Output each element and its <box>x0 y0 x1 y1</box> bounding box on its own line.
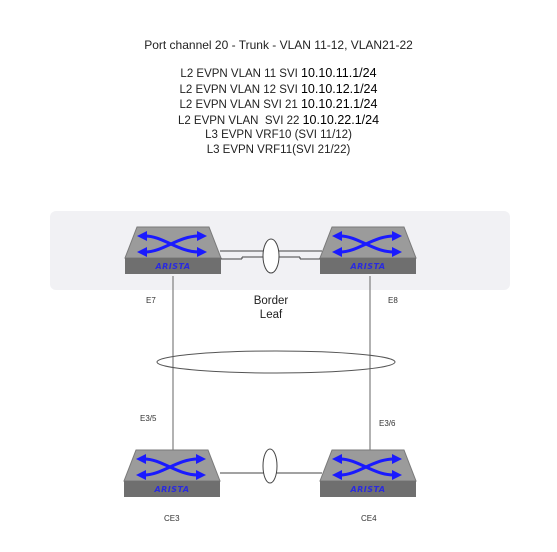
vrf-line: L3 EVPN VRF11(SVI 21/22) <box>0 143 557 158</box>
border-leaf-label: Border Leaf <box>240 294 302 322</box>
svi-line: L2 EVPN VLAN SVI 21 10.10.21.1/24 <box>0 97 557 113</box>
svi-ip: 10.10.12.1/24 <box>300 81 378 96</box>
switch-bottom-left[interactable]: ARISTA <box>122 447 222 499</box>
switch-brand: ARISTA <box>155 262 191 271</box>
port-label-top-left: E7 <box>146 296 156 305</box>
port-channel-ellipse <box>156 350 396 374</box>
switch-icon <box>123 449 221 497</box>
svi-text: L2 EVPN VLAN SVI 21 <box>179 99 301 112</box>
switch-top-left[interactable]: ARISTA <box>123 224 223 276</box>
svi-line: L2 EVPN VLAN 11 SVI 10.10.11.1/24 <box>0 66 557 82</box>
diagram-title: Port channel 20 - Trunk - VLAN 11-12, VL… <box>144 38 413 52</box>
switch-icon <box>319 449 417 497</box>
switch-brand: ARISTA <box>350 485 386 494</box>
svi-info-block: L2 EVPN VLAN 11 SVI 10.10.11.1/24 L2 EVP… <box>0 66 557 158</box>
switch-icon <box>124 226 222 274</box>
border-leaf-line2: Leaf <box>259 309 283 321</box>
vrf-text: L3 EVPN VRF11(SVI 21/22) <box>206 143 351 156</box>
port-label-bottom-right: E3/6 <box>379 419 396 428</box>
switch-name-ce3: CE3 <box>164 514 180 523</box>
vrf-line: L3 EVPN VRF10 (SVI 11/12) <box>0 128 557 143</box>
port-label-bottom-left: E3/5 <box>140 414 157 423</box>
border-leaf-line1: Border <box>253 295 289 307</box>
port-label-top-right: E8 <box>388 296 398 305</box>
vrf-text: L3 EVPN VRF10 (SVI 11/12) <box>205 129 352 142</box>
svi-line: L2 EVPN VLAN 12 SVI 10.10.12.1/24 <box>0 82 557 98</box>
switch-brand: ARISTA <box>154 485 190 494</box>
svi-ip: 10.10.11.1/24 <box>301 66 377 80</box>
svi-text: L2 EVPN VLAN SVI 22 <box>177 114 303 127</box>
switch-icon <box>319 226 417 274</box>
svi-text: L2 EVPN VLAN 12 SVI <box>179 83 301 96</box>
switch-brand: ARISTA <box>350 262 386 271</box>
link-bundle-bottom <box>262 448 278 484</box>
svi-line: L2 EVPN VLAN SVI 22 10.10.22.1/24 <box>0 113 557 129</box>
switch-bottom-right[interactable]: ARISTA <box>318 447 418 499</box>
link-bundle-top <box>262 238 280 274</box>
svi-text: L2 EVPN VLAN 11 SVI <box>180 68 302 80</box>
switch-name-ce4: CE4 <box>361 514 377 523</box>
svi-ip: 10.10.21.1/24 <box>300 97 378 112</box>
svi-ip: 10.10.22.1/24 <box>302 112 380 127</box>
switch-top-right[interactable]: ARISTA <box>318 224 418 276</box>
